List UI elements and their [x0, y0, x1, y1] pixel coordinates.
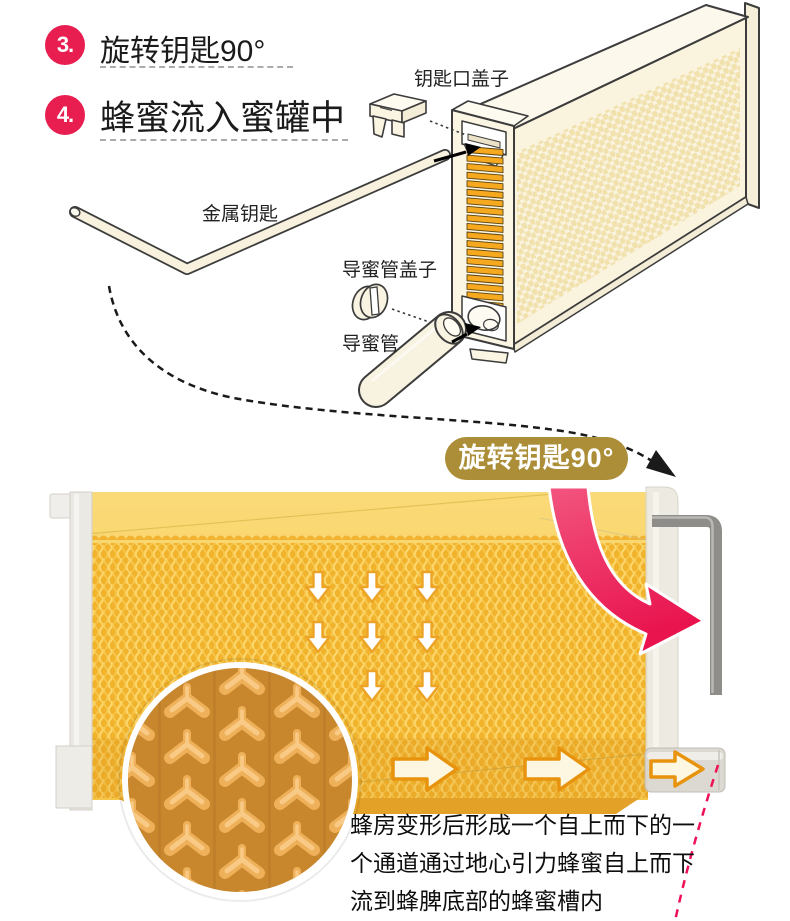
honey-tube-cover-illustration — [351, 283, 389, 321]
label-honey-tube-cover: 导蜜管盖子 — [342, 260, 438, 281]
magnified-comb-cells — [128, 668, 352, 892]
step-4-badge: 4. — [45, 95, 85, 135]
flow-frame-photo — [49, 485, 726, 921]
caption-text: 蜂房变形后形成一个自上而下的一 个通道通过地心引力蜂蜜自上而下 流到蜂脾底部的蜂… — [350, 806, 695, 920]
label-honey-tube: 导蜜管 — [342, 334, 400, 355]
tube-insert-arrow — [451, 332, 468, 344]
step-4-underline — [100, 139, 348, 141]
honey-tube-illustration — [358, 311, 481, 408]
tube-port — [467, 304, 501, 332]
caption-line-2: 个通道通过地心引力蜂蜜自上而下 — [350, 850, 695, 876]
red-swoosh-arrow — [547, 485, 706, 656]
frame-left-bar — [49, 491, 93, 811]
label-metal-key: 金属钥匙 — [202, 204, 279, 225]
caption-line-3: 流到蜂脾底部的蜂蜜槽内 — [350, 888, 603, 914]
flow-right-arrows — [391, 746, 705, 792]
allen-key — [652, 515, 722, 695]
step-4-label: 蜂蜜流入蜜罐中 — [100, 99, 346, 138]
key-port-cover-illustration — [369, 93, 427, 138]
key-insert-arrow — [433, 150, 467, 163]
dashed-arrowhead — [646, 450, 676, 477]
step-4-number: 4. — [56, 102, 74, 127]
step-3-number: 3. — [56, 32, 74, 57]
comb-scallop-edge — [92, 534, 648, 544]
frame-box — [451, 2, 760, 364]
metal-key-illustration — [69, 143, 481, 275]
frame-line-art-diagram — [69, 2, 760, 477]
rotate-key-badge: 旋转钥匙90° — [445, 437, 628, 480]
jar-dashed-arc — [673, 764, 720, 921]
cover-to-slot-dotted-line — [429, 120, 467, 136]
step-3-badge: 3. — [45, 25, 85, 65]
step-3-underline — [100, 66, 293, 68]
magnifier-circle — [118, 658, 362, 902]
step-3-label: 旋转钥匙90° — [100, 35, 266, 68]
label-key-port-cover: 钥匙口盖子 — [414, 69, 510, 90]
caption-line-1: 蜂房变形后形成一个自上而下的一 — [350, 812, 695, 838]
